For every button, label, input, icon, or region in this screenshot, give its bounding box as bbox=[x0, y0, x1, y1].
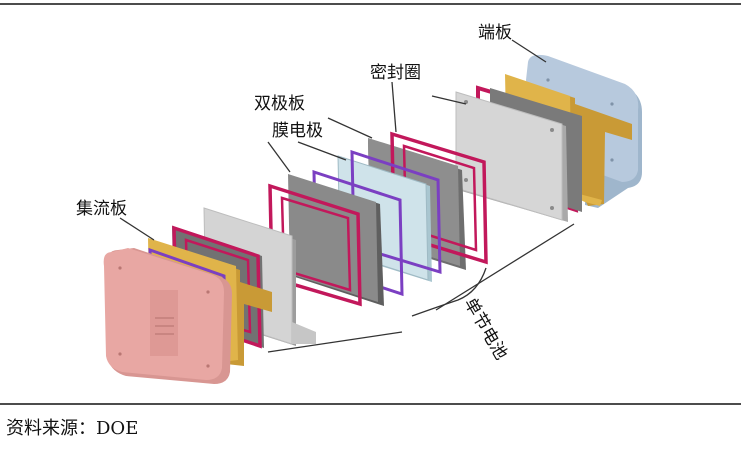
source-note: 资料来源：DOE bbox=[6, 418, 139, 439]
label-gasket: 密封圈 bbox=[370, 63, 421, 83]
label-mea: 膜电极 bbox=[272, 121, 323, 141]
label-end-plate: 端板 bbox=[478, 23, 512, 43]
label-single-cell: 单节电池 bbox=[460, 295, 511, 364]
end-plate-left bbox=[103, 248, 232, 384]
leader-lines bbox=[119, 39, 575, 353]
label-bipolar-plate: 双极板 bbox=[254, 94, 305, 114]
label-current-collector: 集流板 bbox=[76, 199, 127, 219]
